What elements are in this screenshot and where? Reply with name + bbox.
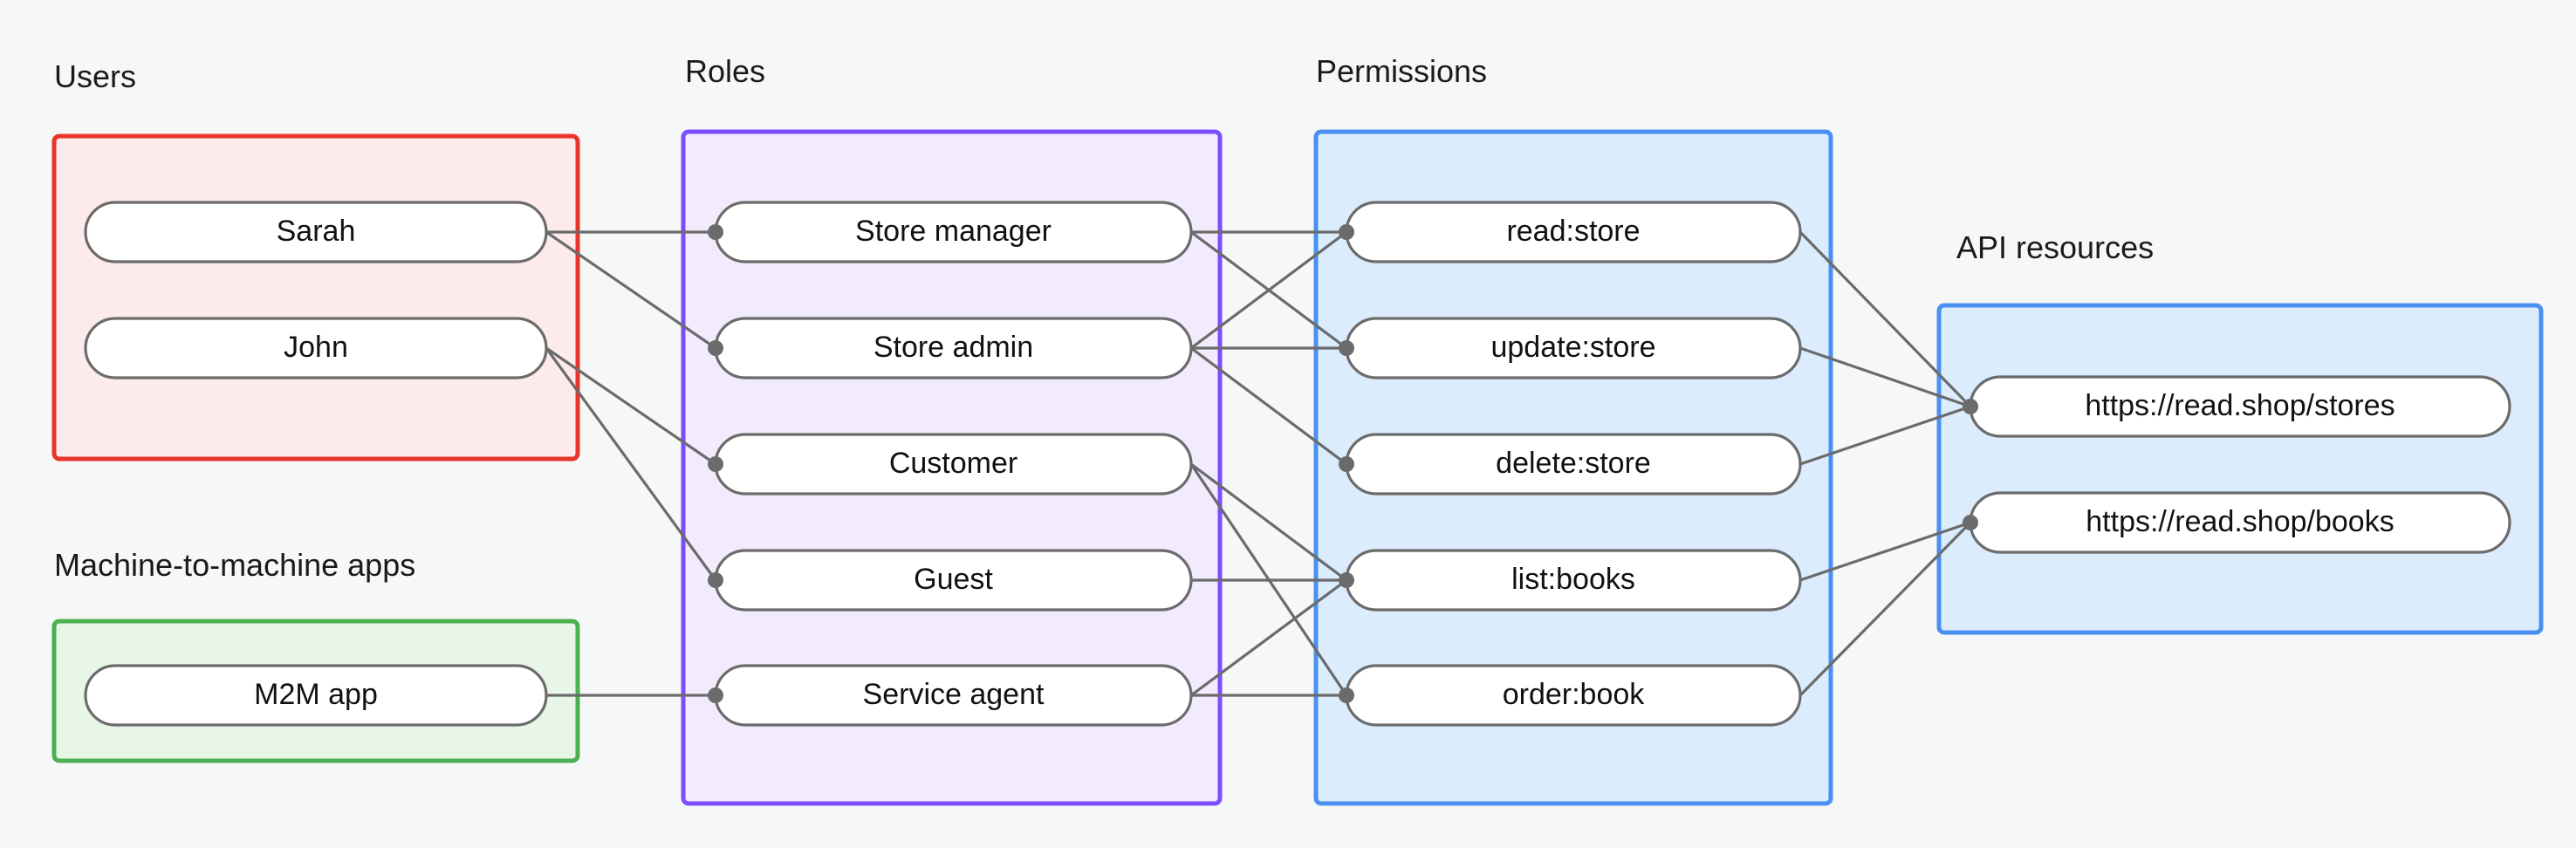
node-update-store[interactable]: update:store <box>1345 317 1802 380</box>
node-order-book[interactable]: order:book <box>1345 664 1802 727</box>
node-label-delete-store: delete:store <box>1496 447 1651 480</box>
edge-john-to-customer <box>545 346 716 466</box>
node-label-sarah: Sarah <box>277 215 356 248</box>
edge-endpoint-customer <box>708 456 723 472</box>
group-container-users <box>51 133 580 462</box>
group-label-m2m: Machine-to-machine apps <box>54 547 415 583</box>
edge-endpoint-read-store <box>1339 224 1354 240</box>
node-label-res-stores: https://read.shop/stores <box>2085 389 2394 422</box>
edge-read-store-to-res-stores <box>1798 230 1972 408</box>
edge-sarah-to-store-admin <box>545 230 716 350</box>
edge-endpoint-store-admin <box>708 340 723 356</box>
node-label-guest: Guest <box>914 563 993 596</box>
group-label-users: Users <box>54 58 136 94</box>
edge-endpoint-layer <box>708 224 1978 703</box>
edge-service-agent-to-list-books <box>1190 578 1347 697</box>
node-shape-sarah <box>84 201 548 263</box>
group-container-api <box>1936 303 2544 635</box>
group-label-roles: Roles <box>685 53 765 89</box>
node-label-john: John <box>284 331 348 364</box>
edge-order-book-to-res-books <box>1798 521 1972 697</box>
node-label-update-store: update:store <box>1490 331 1655 364</box>
node-delete-store[interactable]: delete:store <box>1345 433 1802 496</box>
node-label-order-book: order:book <box>1503 678 1646 711</box>
node-sarah[interactable]: Sarah <box>84 201 548 263</box>
edge-endpoint-guest <box>708 572 723 588</box>
edge-endpoint-list-books <box>1339 572 1354 588</box>
node-label-list-books: list:books <box>1511 563 1635 596</box>
node-guest[interactable]: Guest <box>714 549 1193 612</box>
edge-endpoint-res-stores <box>1963 399 1978 414</box>
node-shape-m2mapp <box>84 664 548 727</box>
node-label-store-admin: Store admin <box>874 331 1033 364</box>
edge-delete-store-to-res-stores <box>1799 405 1971 466</box>
node-list-books[interactable]: list:books <box>1345 549 1802 612</box>
edge-endpoint-order-book <box>1339 687 1354 703</box>
group-label-permissions: Permissions <box>1316 53 1487 89</box>
edge-john-to-guest <box>545 347 717 581</box>
edge-endpoint-store-manager <box>708 224 723 240</box>
edge-endpoint-delete-store <box>1339 456 1354 472</box>
node-shape-john <box>84 317 548 380</box>
group-label-api: API resources <box>1956 229 2154 265</box>
node-john[interactable]: John <box>84 317 548 380</box>
node-res-books[interactable]: https://read.shop/books <box>1969 491 2511 554</box>
node-label-m2mapp: M2M app <box>254 678 378 711</box>
edge-update-store-to-res-stores <box>1799 346 1971 408</box>
edge-endpoint-service-agent <box>708 687 723 703</box>
node-label-store-manager: Store manager <box>855 215 1052 248</box>
edge-list-books-to-res-books <box>1799 521 1971 582</box>
node-res-stores[interactable]: https://read.shop/stores <box>1969 375 2511 438</box>
node-service-agent[interactable]: Service agent <box>714 664 1193 727</box>
edge-customer-to-list-books <box>1190 462 1347 582</box>
edge-endpoint-res-books <box>1963 515 1978 530</box>
node-label-service-agent: Service agent <box>863 678 1045 711</box>
edge-endpoint-update-store <box>1339 340 1354 356</box>
node-customer[interactable]: Customer <box>714 433 1193 496</box>
edge-layer <box>545 230 1972 697</box>
node-label-customer: Customer <box>889 447 1017 480</box>
node-store-manager[interactable]: Store manager <box>714 201 1193 263</box>
node-m2mapp[interactable]: M2M app <box>84 664 548 727</box>
node-label-read-store: read:store <box>1506 215 1640 248</box>
node-store-admin[interactable]: Store admin <box>714 317 1193 380</box>
edge-store-admin-to-read-store <box>1190 230 1347 350</box>
edge-store-admin-to-delete-store <box>1190 346 1347 466</box>
node-read-store[interactable]: read:store <box>1345 201 1802 263</box>
node-label-res-books: https://read.shop/books <box>2086 505 2394 538</box>
